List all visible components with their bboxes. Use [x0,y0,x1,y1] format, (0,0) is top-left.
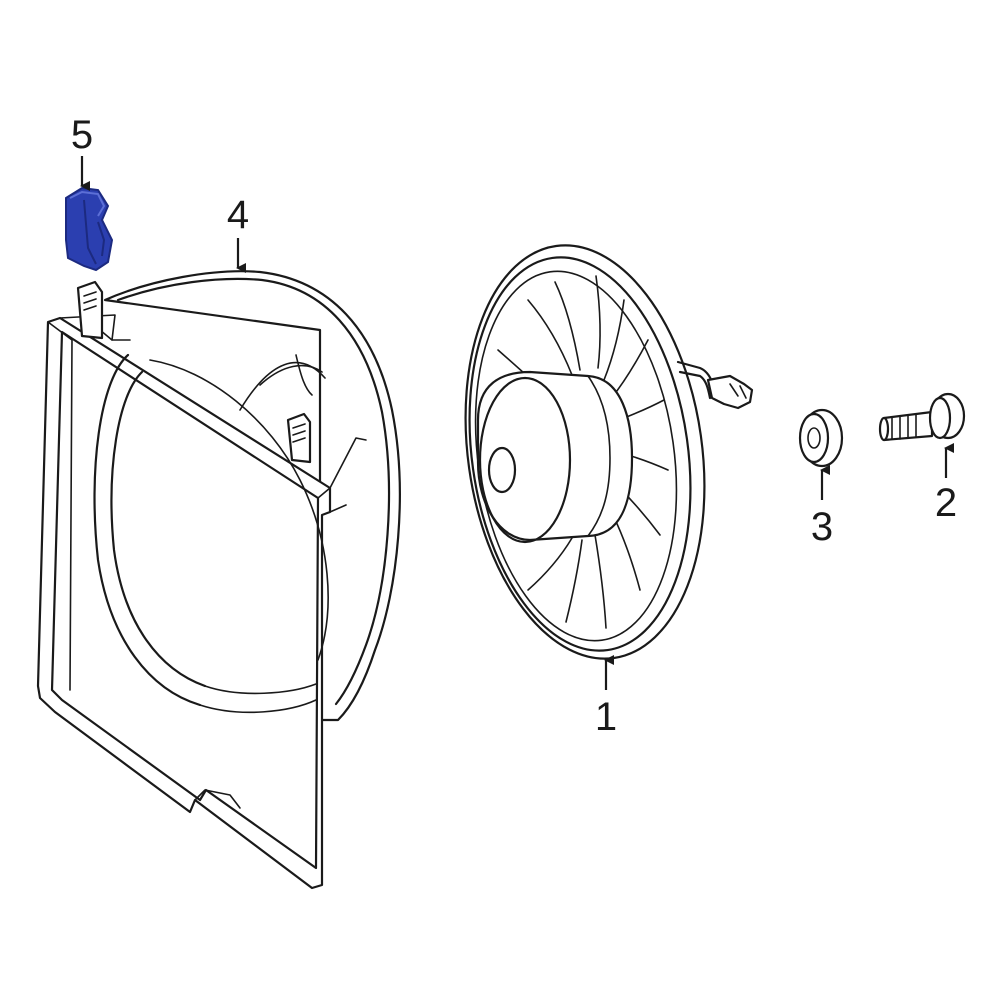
fan-assembly [464,244,754,660]
callout-label-2: 2 [935,481,957,525]
callout-4: 4 [227,193,249,273]
callout-label-1: 1 [595,695,617,739]
callout-5: 5 [71,113,93,191]
callout-label-4: 4 [227,193,249,237]
callout-2: 2 [935,443,957,525]
callout-label-5: 5 [71,113,93,157]
retainer-clip [65,186,114,272]
fan-shroud [36,270,401,890]
bushing [798,408,844,468]
callout-1: 1 [595,655,617,739]
callout-3: 3 [811,465,833,549]
bolt [878,392,966,442]
callout-label-3: 3 [811,505,833,549]
